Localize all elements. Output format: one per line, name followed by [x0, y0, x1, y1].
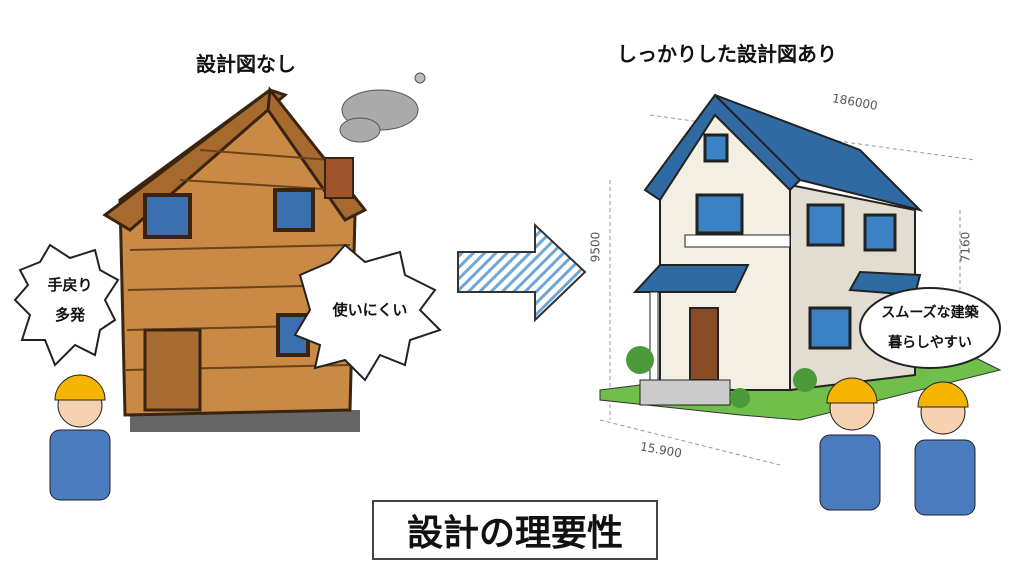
- speech-bubble-middle: [293, 243, 442, 382]
- speech-bubble-left: [13, 243, 120, 367]
- crooked-wooden-house: [102, 86, 368, 432]
- bubble-line: 暮らしやすい: [888, 335, 972, 351]
- dimension-right: 7160: [958, 231, 973, 263]
- dimension-left: 9500: [588, 231, 603, 263]
- arrow-right-icon: [457, 222, 587, 323]
- footer-title: 設計の理要性: [372, 500, 658, 560]
- worker-right-2: [914, 381, 976, 516]
- bubble-line: 手戻り: [47, 276, 93, 294]
- worker-left: [49, 374, 111, 501]
- modern-house: [599, 93, 1002, 421]
- right-title: しっかりした設計図あり: [617, 42, 837, 66]
- bubble-line: スムーズな建築: [881, 305, 979, 321]
- worker-right-1: [819, 377, 881, 511]
- bubble-rework-text: 手戻り 多発: [35, 270, 105, 330]
- bubble-hard-to-use-text: 使いにくい: [332, 301, 408, 319]
- left-title: 設計図なし: [196, 52, 296, 76]
- bubble-line: 多発: [54, 306, 85, 324]
- smoke-cloud: [339, 72, 426, 143]
- speech-bubble-right: [859, 287, 1001, 369]
- bubble-smooth-text: スムーズな建築 暮らしやすい: [862, 298, 998, 358]
